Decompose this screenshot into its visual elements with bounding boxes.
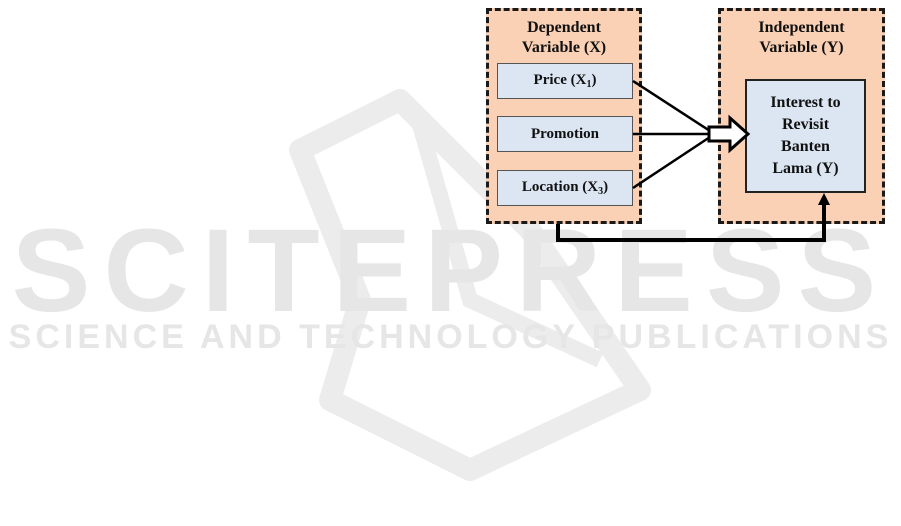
feedback-arrowhead-icon <box>818 193 830 205</box>
connector-location <box>633 137 710 188</box>
connector-price <box>633 81 710 131</box>
feedback-connector <box>558 203 824 240</box>
block-arrow-icon <box>709 118 748 150</box>
